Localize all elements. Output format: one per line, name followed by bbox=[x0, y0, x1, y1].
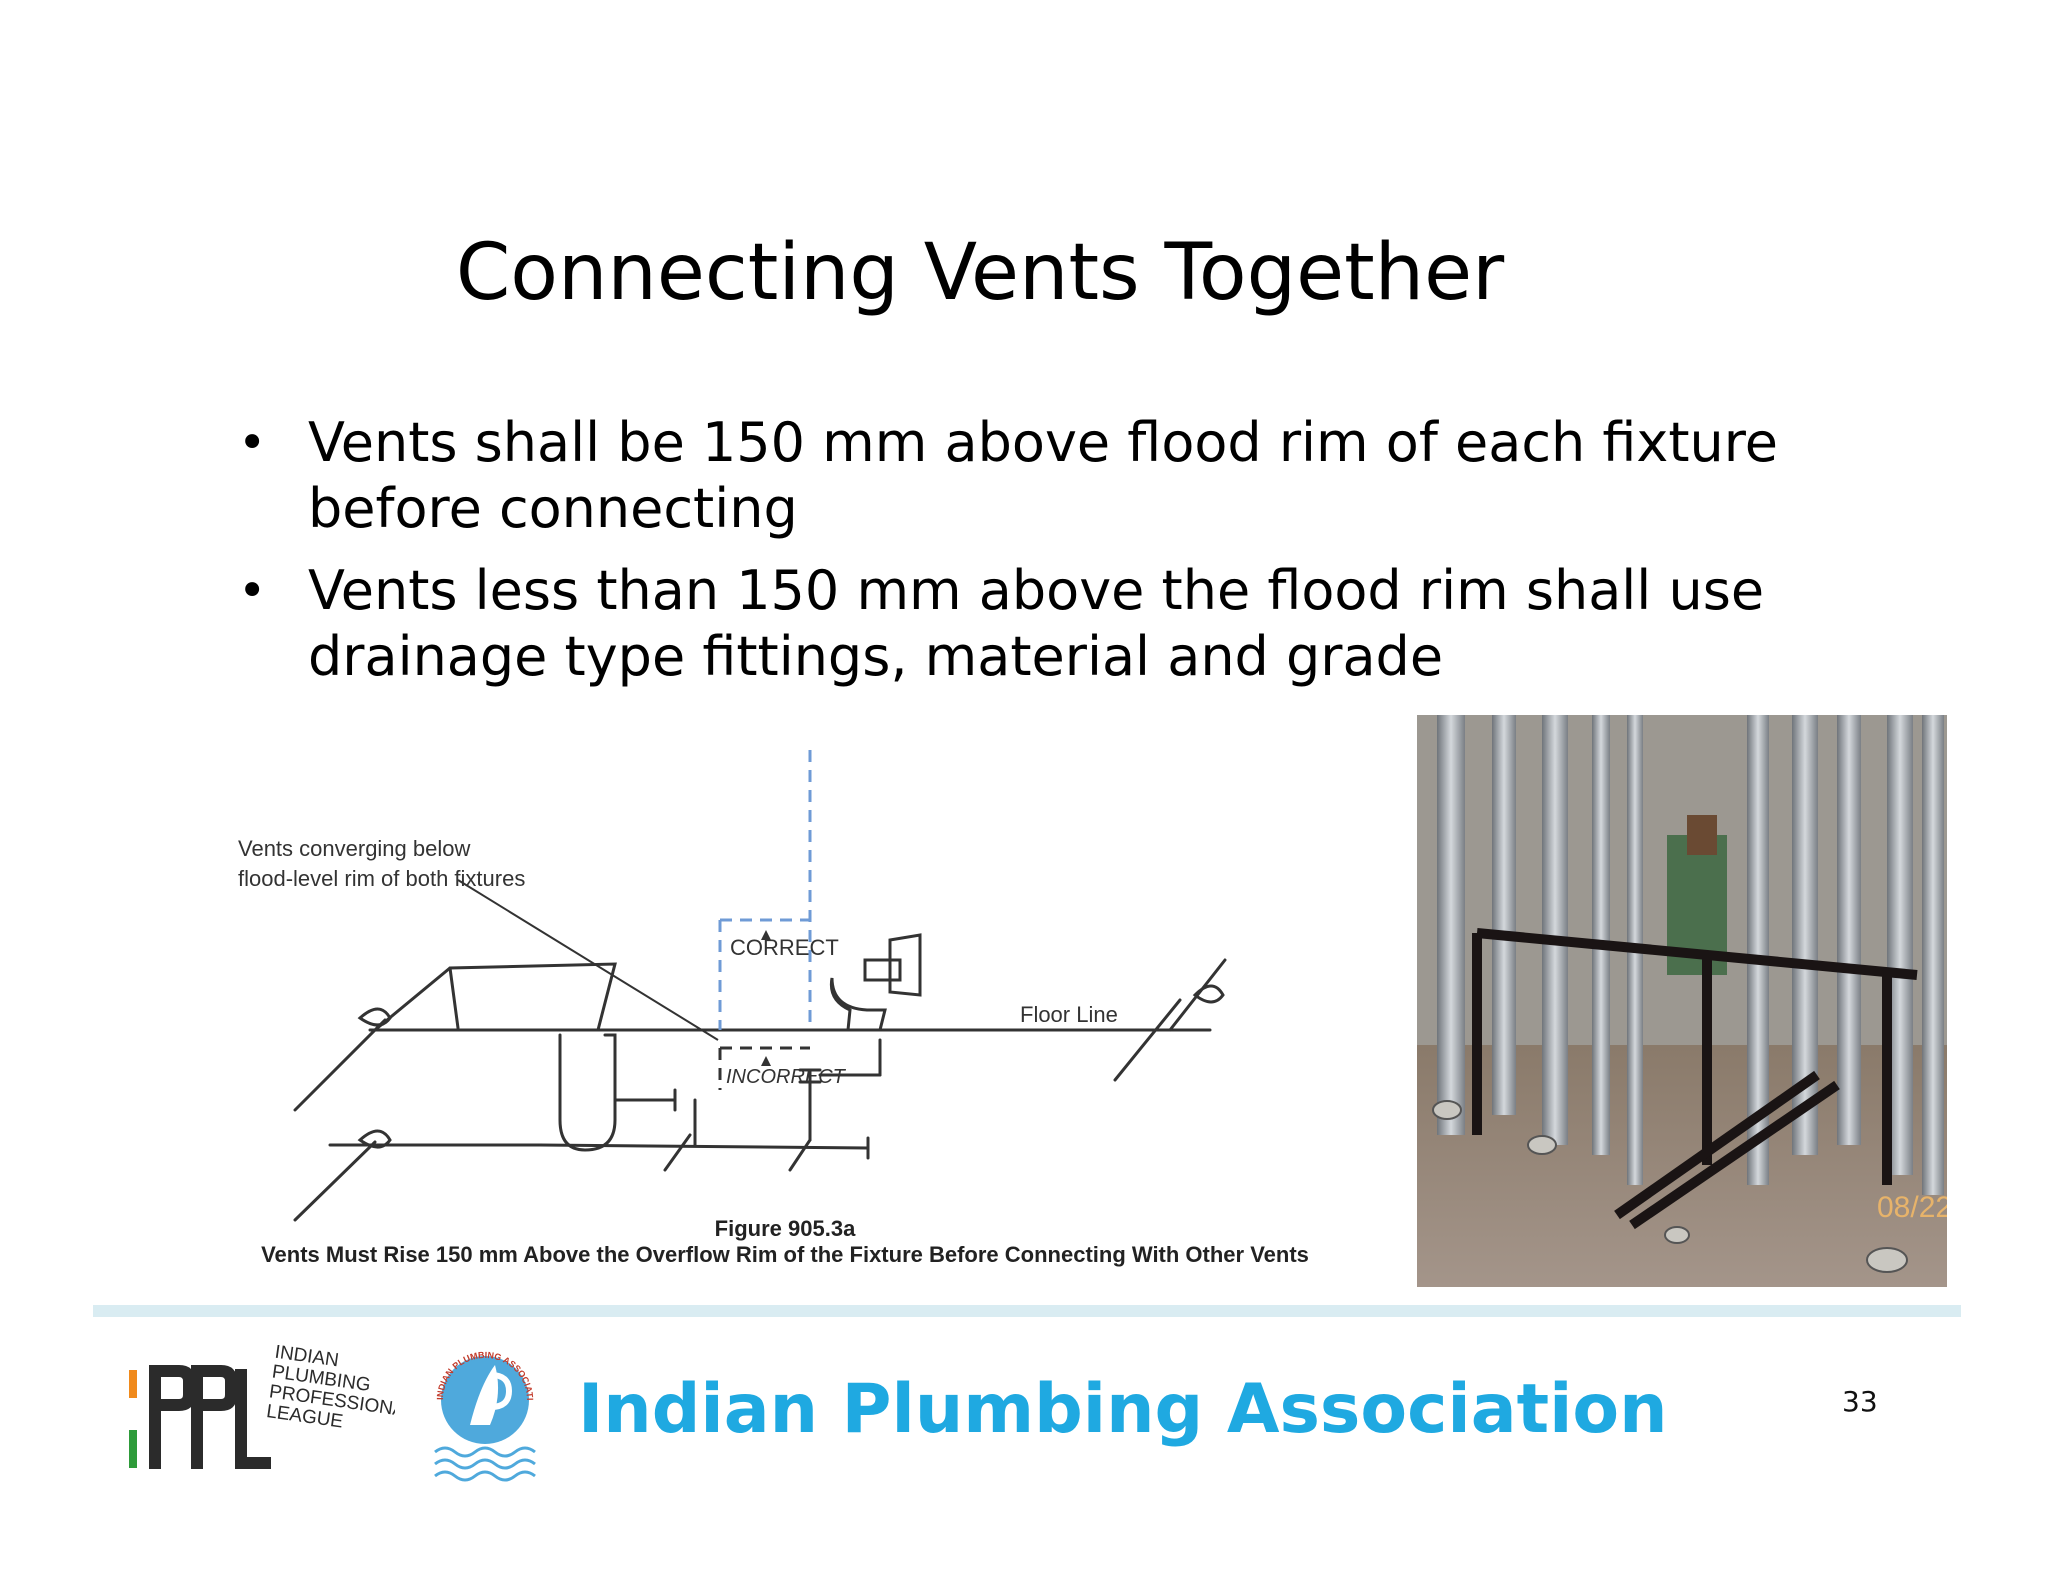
incorrect-label: INCORRECT bbox=[726, 1066, 847, 1088]
organization-name: Indian Plumbing Association bbox=[578, 1370, 1668, 1449]
callout-text: Vents converging below bbox=[238, 836, 470, 861]
ippl-logo-mark: INDIAN PLUMBING PROFESSIONALS LEAGUE bbox=[129, 1342, 430, 1469]
bullet-text: Vents less than 150 mm above the flood r… bbox=[308, 559, 1765, 688]
construction-photo-image: 08/22 bbox=[1417, 715, 1947, 1287]
figure-number: Figure 905.3a bbox=[714, 1216, 856, 1241]
construction-photo: 08/22 bbox=[1417, 715, 1947, 1287]
correct-label: CORRECT bbox=[730, 935, 839, 960]
ipa-logo-mark: INDIAN PLUMBING ASSOCIATION bbox=[421, 1322, 536, 1482]
footer-divider bbox=[93, 1305, 1961, 1317]
ipa-logo: INDIAN PLUMBING ASSOCIATION bbox=[421, 1322, 540, 1485]
vent-diagram-drawing: Vents converging below flood-level rim o… bbox=[238, 750, 1227, 1222]
bullet-marker: • bbox=[238, 563, 267, 619]
slide-title: Connecting Vents Together bbox=[455, 228, 1505, 318]
bullet-marker: • bbox=[238, 415, 267, 471]
bullet-list: • Vents shall be 150 mm above flood rim … bbox=[230, 410, 1950, 706]
page-number: 33 bbox=[1842, 1385, 1878, 1418]
callout-text: flood-level rim of both fixtures bbox=[238, 866, 525, 891]
bullet-text: Vents shall be 150 mm above flood rim of… bbox=[308, 411, 1779, 540]
floor-line-label: Floor Line bbox=[1020, 1002, 1118, 1027]
photo-date-stamp: 08/22 bbox=[1877, 1191, 1947, 1224]
bullet-item: • Vents shall be 150 mm above flood rim … bbox=[230, 410, 1950, 542]
bullet-item: • Vents less than 150 mm above the flood… bbox=[230, 558, 1950, 690]
ippl-logo: INDIAN PLUMBING PROFESSIONALS LEAGUE bbox=[125, 1342, 430, 1485]
figure-caption: Vents Must Rise 150 mm Above the Overflo… bbox=[261, 1242, 1309, 1267]
vent-diagram: Vents converging below flood-level rim o… bbox=[220, 730, 1380, 1290]
